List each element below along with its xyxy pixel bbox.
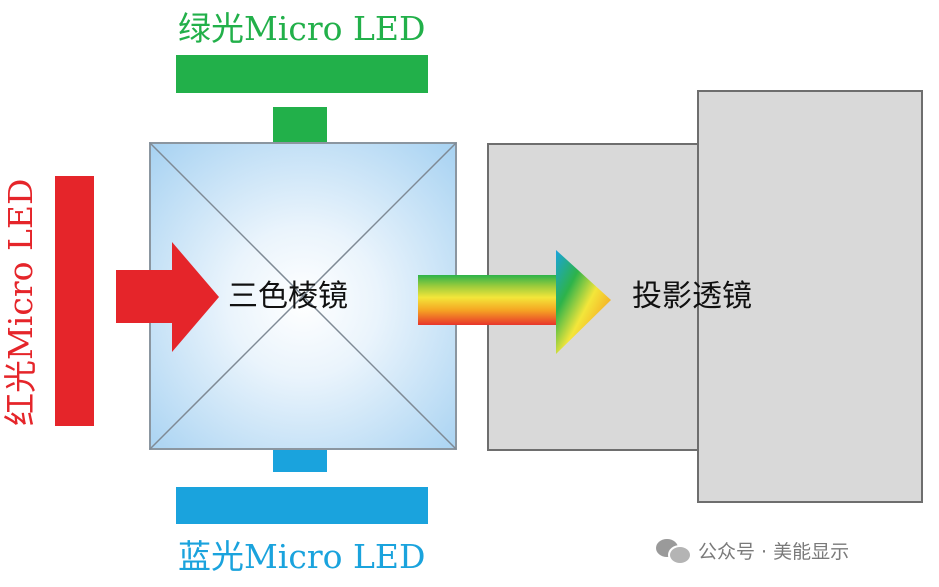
red-arrow-icon bbox=[116, 242, 219, 352]
blue-led-label: 蓝光Micro LED bbox=[178, 537, 426, 576]
red-led-label: 红光Micro LED bbox=[1, 178, 40, 426]
projection-lens-front bbox=[697, 90, 923, 503]
watermark: 公众号 · 美能显示 bbox=[656, 537, 850, 565]
combined-beam-arrowhead-icon bbox=[556, 250, 611, 354]
green-led-label: 绿光Micro LED bbox=[178, 9, 426, 48]
wechat-official-account-icon bbox=[656, 537, 692, 565]
blue-led-bar bbox=[176, 487, 428, 524]
watermark-text: 公众号 · 美能显示 bbox=[698, 540, 850, 563]
combined-beam-shaft bbox=[418, 275, 560, 325]
red-led-bar bbox=[55, 176, 94, 426]
prism-label: 三色棱镜 bbox=[228, 279, 348, 314]
prism-diagonal-2 bbox=[149, 142, 457, 450]
projection-lens-label: 投影透镜 bbox=[632, 279, 752, 314]
green-led-bar bbox=[176, 55, 428, 93]
